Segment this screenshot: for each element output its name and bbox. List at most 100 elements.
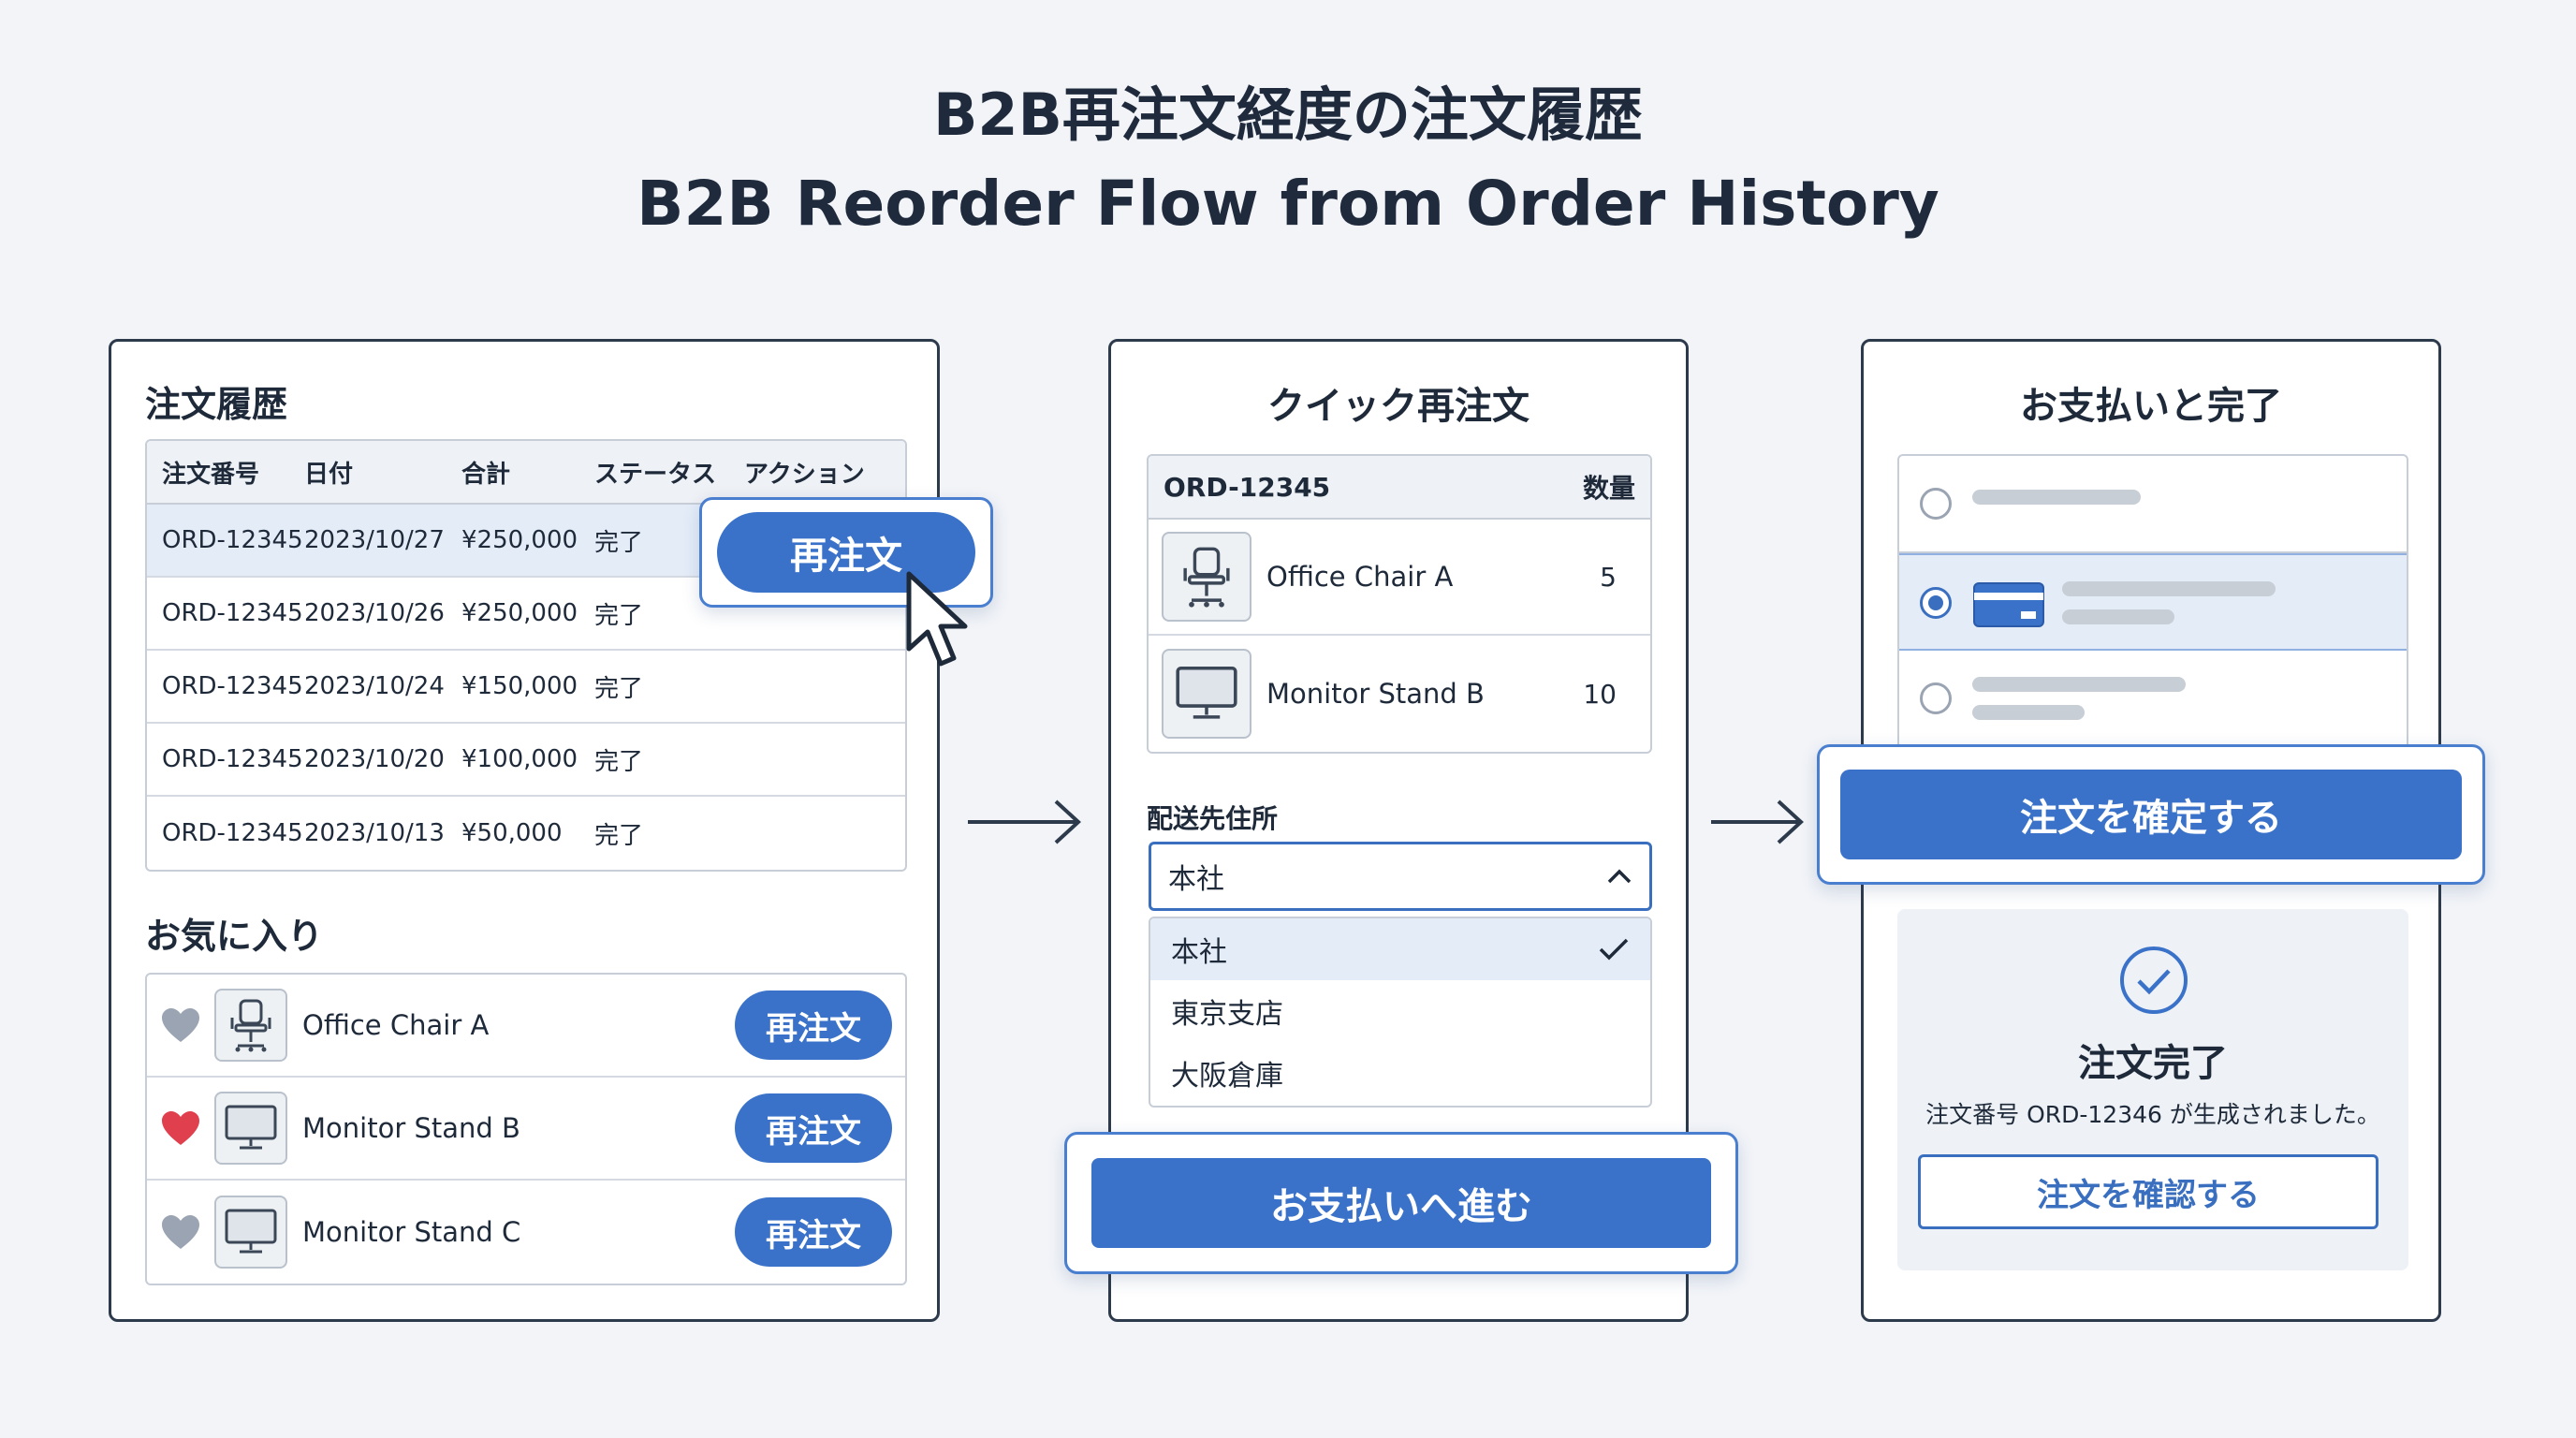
favorite-name: Monitor Stand B bbox=[302, 1112, 520, 1144]
header-status: ステータス bbox=[594, 460, 717, 489]
payment-methods bbox=[1897, 454, 2408, 750]
heart-icon[interactable] bbox=[160, 1109, 201, 1147]
check-circle-icon bbox=[2120, 946, 2188, 1014]
list-item: Monitor Stand C 再注文 bbox=[147, 1181, 905, 1284]
confirm-highlight: 注文を確定する bbox=[1817, 744, 2485, 885]
reorder-highlight: 再注文 bbox=[699, 497, 993, 608]
order-history-title: 注文履歴 bbox=[145, 384, 288, 425]
address-option-label: 大阪倉庫 bbox=[1171, 1060, 1283, 1093]
chair-icon bbox=[214, 989, 287, 1062]
order-complete-message: 注文番号 ORD-12346 が生成されました。 bbox=[1925, 1101, 2380, 1128]
payment-panel: お支払いと完了 注文を確定する 注文完了 bbox=[1817, 339, 2485, 1322]
payment-option[interactable] bbox=[1899, 651, 2407, 748]
heart-icon[interactable] bbox=[160, 1006, 201, 1044]
order-history-panel: 注文履歴 注文番号 日付 合計 ステータス アクション ORD-12345 20… bbox=[109, 339, 993, 1322]
header-date: 日付 bbox=[304, 460, 354, 489]
quick-reorder-panel: クイック再注文 ORD-12345 数量 Office Chair A 5 Mo… bbox=[1064, 339, 1738, 1322]
table-row[interactable]: ORD-12345 2023/10/24 ¥150,000 完了 bbox=[147, 651, 905, 724]
favorite-name: Monitor Stand C bbox=[302, 1216, 521, 1248]
table-row[interactable]: ORD-12345 2023/10/13 ¥50,000 完了 bbox=[147, 797, 905, 870]
page-title: B2B再注文経度の注文履歴 B2B Reorder Flow from Orde… bbox=[0, 73, 2576, 251]
title-english: B2B Reorder Flow from Order History bbox=[637, 168, 1939, 240]
order-complete-title: 注文完了 bbox=[2078, 1042, 2228, 1085]
cell-date: 2023/10/26 bbox=[304, 599, 445, 627]
item-name: Office Chair A bbox=[1266, 561, 1454, 593]
chair-icon bbox=[1162, 532, 1251, 622]
view-order-button[interactable]: 注文を確認する bbox=[1918, 1154, 2378, 1229]
list-item: Office Chair A 再注文 bbox=[147, 975, 905, 1078]
payment-option[interactable] bbox=[1899, 553, 2407, 651]
placeholder-bar bbox=[1972, 490, 2141, 505]
header-order-id: 注文番号 bbox=[162, 460, 260, 489]
cell-date: 2023/10/24 bbox=[304, 672, 445, 700]
confirm-order-button[interactable]: 注文を確定する bbox=[1840, 770, 2462, 859]
cell-date: 2023/10/27 bbox=[304, 526, 445, 554]
address-option[interactable]: 東京支店 bbox=[1150, 980, 1650, 1042]
list-item: Monitor Stand B 再注文 bbox=[147, 1078, 905, 1181]
proceed-highlight: お支払いへ進む bbox=[1064, 1132, 1738, 1274]
payment-option[interactable] bbox=[1899, 456, 2407, 553]
cell-order-id: ORD-12345 bbox=[162, 672, 303, 700]
cell-order-id: ORD-12345 bbox=[162, 599, 303, 627]
cell-total: ¥50,000 bbox=[461, 819, 563, 847]
address-option[interactable]: 大阪倉庫 bbox=[1150, 1042, 1650, 1104]
reorder-items: ORD-12345 数量 Office Chair A 5 Monitor St… bbox=[1147, 454, 1652, 754]
title-japanese: B2B再注文経度の注文履歴 bbox=[933, 81, 1643, 149]
proceed-to-payment-button[interactable]: お支払いへ進む bbox=[1091, 1158, 1711, 1248]
heart-icon[interactable] bbox=[160, 1213, 201, 1251]
address-select[interactable]: 本社 bbox=[1149, 842, 1652, 911]
reorder-items-header: ORD-12345 数量 bbox=[1149, 456, 1650, 520]
address-option-label: 本社 bbox=[1171, 936, 1227, 969]
cell-date: 2023/10/20 bbox=[304, 745, 445, 773]
item-qty[interactable]: 5 bbox=[1600, 561, 1617, 593]
quick-reorder-title: クイック再注文 bbox=[1267, 385, 1530, 428]
table-row[interactable]: ORD-12345 2023/10/20 ¥100,000 完了 bbox=[147, 724, 905, 797]
address-option-label: 東京支店 bbox=[1171, 998, 1283, 1031]
address-dropdown: 本社 東京支店 大阪倉庫 bbox=[1149, 917, 1652, 1108]
cell-order-id: ORD-12345 bbox=[162, 745, 303, 773]
arrow-right-icon bbox=[968, 800, 1081, 844]
favorites-list: Office Chair A 再注文 Monitor Stand B 再注文 M… bbox=[145, 973, 907, 1285]
cell-order-id: ORD-12345 bbox=[162, 819, 303, 847]
reorder-order-id: ORD-12345 bbox=[1164, 471, 1331, 503]
favorite-name: Office Chair A bbox=[302, 1009, 490, 1041]
favorites-title: お気に入り bbox=[145, 916, 324, 957]
cell-status: 完了 bbox=[594, 674, 644, 703]
address-option[interactable]: 本社 bbox=[1150, 918, 1650, 980]
monitor-icon bbox=[1162, 649, 1251, 739]
reorder-button[interactable]: 再注文 bbox=[735, 990, 892, 1060]
list-item: Office Chair A 5 bbox=[1149, 520, 1650, 636]
cell-status: 完了 bbox=[594, 821, 644, 850]
cell-status: 完了 bbox=[594, 601, 644, 630]
reorder-button[interactable]: 再注文 bbox=[717, 512, 975, 593]
credit-card-icon bbox=[1973, 582, 2044, 627]
monitor-icon bbox=[214, 1196, 287, 1269]
placeholder-bar bbox=[2062, 609, 2174, 624]
cell-status: 完了 bbox=[594, 747, 644, 776]
item-qty[interactable]: 10 bbox=[1583, 678, 1617, 710]
address-selected-value: 本社 bbox=[1168, 863, 1224, 896]
placeholder-bar bbox=[2062, 581, 2276, 596]
radio-button[interactable] bbox=[1920, 488, 1952, 520]
reorder-button[interactable]: 再注文 bbox=[735, 1093, 892, 1163]
monitor-icon bbox=[214, 1092, 287, 1165]
payment-title: お支払いと完了 bbox=[2020, 385, 2282, 428]
cell-total: ¥100,000 bbox=[461, 745, 578, 773]
order-complete-card: 注文完了 注文番号 ORD-12346 が生成されました。 注文を確認する bbox=[1897, 909, 2408, 1270]
cursor-icon bbox=[906, 571, 968, 667]
cell-total: ¥250,000 bbox=[461, 599, 578, 627]
list-item: Monitor Stand B 10 bbox=[1149, 636, 1650, 752]
cell-order-id: ORD-12345 bbox=[162, 526, 303, 554]
placeholder-bar bbox=[1972, 677, 2186, 692]
arrow-right-icon bbox=[1711, 800, 1804, 844]
chevron-up-icon bbox=[1607, 869, 1632, 884]
radio-button[interactable] bbox=[1920, 587, 1952, 619]
reorder-button[interactable]: 再注文 bbox=[735, 1197, 892, 1267]
check-icon bbox=[1599, 938, 1629, 961]
table-header: 注文番号 日付 合計 ステータス アクション bbox=[147, 441, 905, 505]
item-name: Monitor Stand B bbox=[1266, 678, 1485, 710]
radio-button[interactable] bbox=[1920, 682, 1952, 714]
qty-header: 数量 bbox=[1582, 473, 1635, 504]
cell-date: 2023/10/13 bbox=[304, 819, 445, 847]
table-row[interactable]: ORD-12345 2023/10/26 ¥250,000 完了 bbox=[147, 578, 905, 651]
